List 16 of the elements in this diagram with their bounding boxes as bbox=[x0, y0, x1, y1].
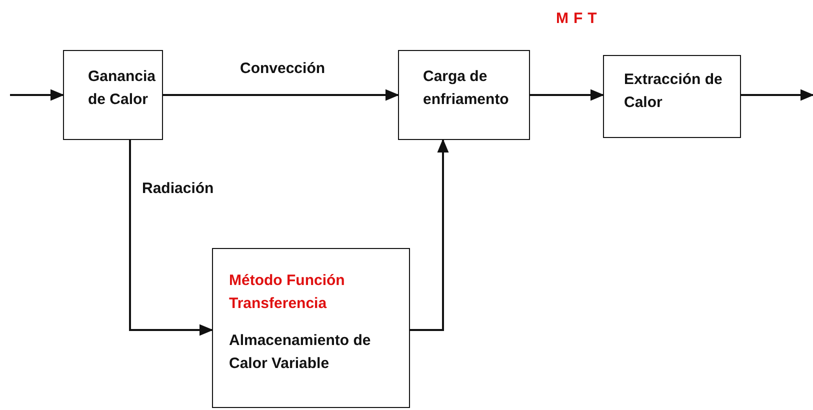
box-text: Almacenamiento de Calor Variable bbox=[229, 331, 372, 374]
abbreviation-label: MFT bbox=[556, 10, 602, 27]
arrow bbox=[10, 89, 64, 101]
arrow bbox=[129, 140, 214, 336]
arrow bbox=[741, 89, 813, 101]
arrow bbox=[163, 89, 400, 101]
process-box bbox=[398, 50, 530, 140]
arrow bbox=[410, 138, 449, 331]
box-text: Carga de enfriamento bbox=[423, 67, 510, 110]
box-text: Método Función Transferencia bbox=[229, 271, 346, 314]
arrow bbox=[530, 89, 604, 101]
process-box bbox=[63, 50, 163, 140]
process-box bbox=[603, 55, 741, 138]
box-text: Extracción de Calor bbox=[624, 70, 724, 113]
process-box bbox=[212, 248, 410, 408]
box-text: Ganancia de Calor bbox=[88, 67, 157, 110]
